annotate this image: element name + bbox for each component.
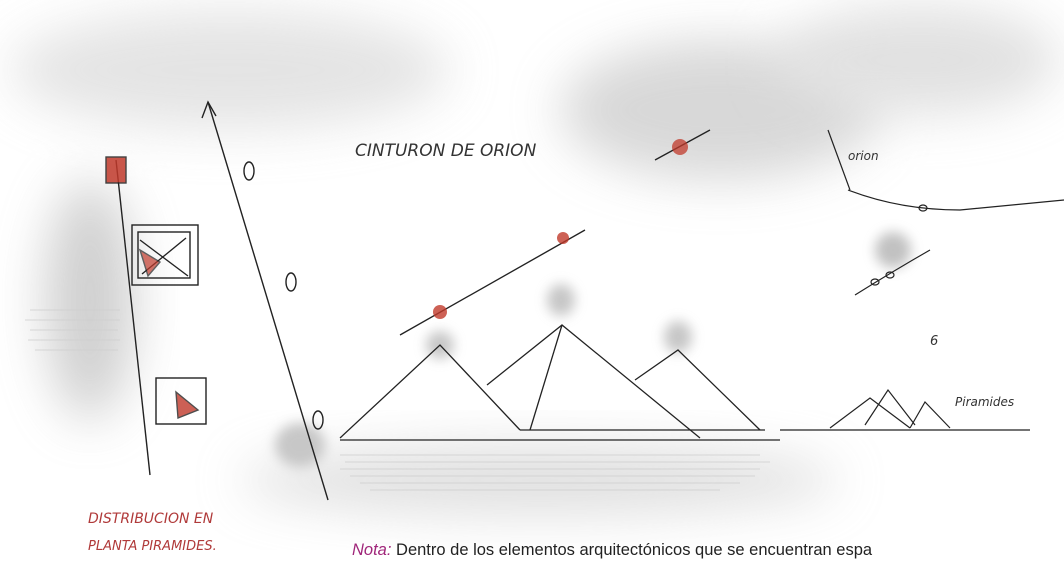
orion-label: orion xyxy=(848,149,879,163)
pyramids-label: Piramides xyxy=(955,395,1014,409)
axis-line xyxy=(201,100,329,501)
distribution-label-line1: DISTRIBUCION EN xyxy=(88,511,214,527)
plan-distribution xyxy=(105,156,207,476)
caption-text: Dentro de los elementos arquitectónicos … xyxy=(396,541,873,559)
orion-sketch xyxy=(827,129,1064,296)
ground-hatching xyxy=(25,309,770,491)
small-pyramids xyxy=(780,388,1030,431)
pyramids-elevation xyxy=(339,324,780,441)
star-marks xyxy=(433,139,688,319)
orion-belt-label: CINTURON DE ORION xyxy=(355,141,537,161)
watercolor-washes xyxy=(10,5,1060,515)
number-label: 6 xyxy=(930,334,938,349)
caption-note: Nota: Dentro de los elementos arquitectó… xyxy=(352,538,1064,562)
caption-prefix: Nota: xyxy=(352,541,392,559)
distribution-label-line2: PLANTA PIRAMIDES. xyxy=(88,539,217,554)
